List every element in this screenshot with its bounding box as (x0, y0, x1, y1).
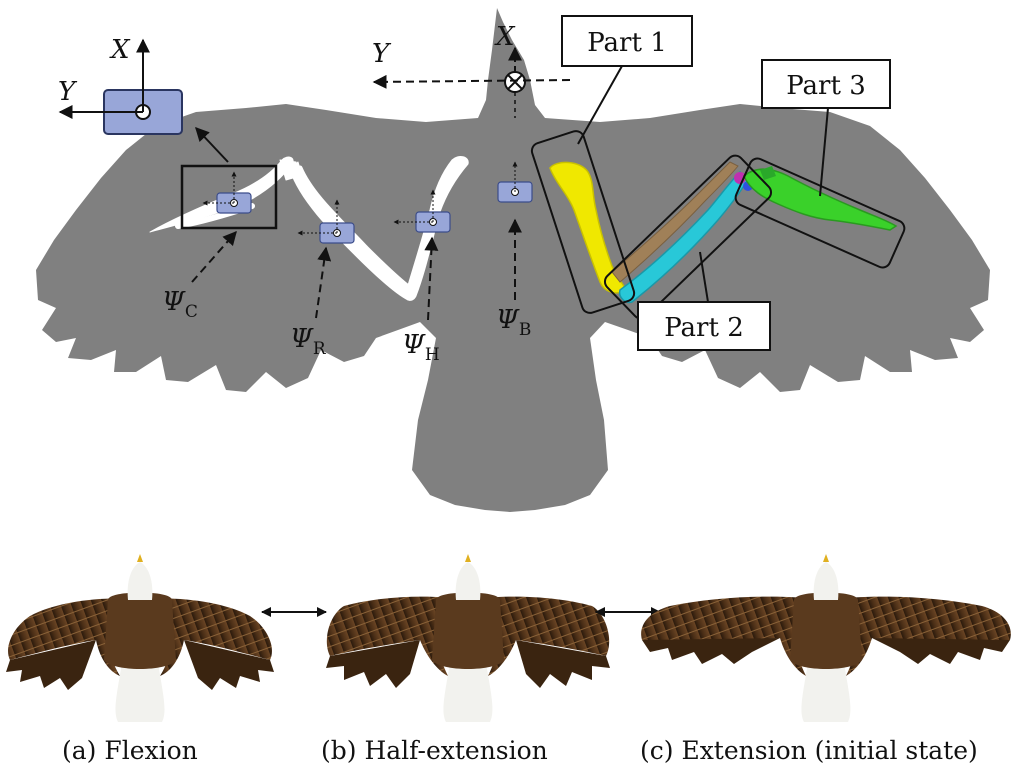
psi-r-annotation: ΨR (290, 246, 332, 359)
carpal-highlight-box (180, 164, 278, 230)
psi-b-annotation: ΨB (496, 218, 531, 340)
part1-box (530, 130, 636, 314)
part1-label: Part 1 (561, 15, 693, 145)
psi-c-annotation: ΨC (162, 230, 237, 322)
eagle-flexion (6, 554, 274, 722)
eagle-silhouette (36, 8, 990, 512)
svg-text:ΨB: ΨB (496, 305, 531, 340)
part3-label: Part 3 (761, 59, 891, 197)
svg-text:ΨH: ΨH (402, 330, 440, 365)
right-wing-bones (549, 161, 898, 304)
joint-frame-h (393, 189, 451, 233)
caption-half-extension: (b) Half-extension (321, 736, 548, 765)
svg-text:X: X (109, 35, 131, 65)
svg-text:Y: Y (372, 39, 392, 69)
part2-box (603, 154, 773, 320)
eagle-half-extension (326, 554, 610, 722)
part2-bone-brown (611, 161, 739, 283)
svg-text:X: X (494, 22, 516, 52)
svg-text:Part 1: Part 1 (587, 28, 667, 58)
joint-frame-b (497, 161, 533, 203)
joint-frame-r (297, 199, 355, 244)
svg-text:Part 2: Part 2 (664, 313, 744, 343)
joint-frame-c (202, 171, 252, 214)
zoomed-frame: X Y (58, 35, 229, 163)
svg-text:ΨR: ΨR (290, 324, 327, 359)
psi-h-annotation: ΨH (402, 236, 440, 365)
part-boxes (530, 130, 906, 320)
svg-text:ΨC: ΨC (162, 287, 198, 322)
part2-label: Part 2 (637, 251, 771, 351)
body-frame-axes: X Y (372, 22, 571, 118)
svg-text:Y: Y (58, 77, 78, 107)
caption-extension: (c) Extension (initial state) (640, 736, 978, 765)
part3-box (734, 157, 906, 269)
caption-flexion: (a) Flexion (62, 736, 198, 765)
part3-bone (743, 168, 898, 231)
eagle-extension (641, 554, 1011, 722)
svg-text:Part 3: Part 3 (786, 71, 866, 101)
